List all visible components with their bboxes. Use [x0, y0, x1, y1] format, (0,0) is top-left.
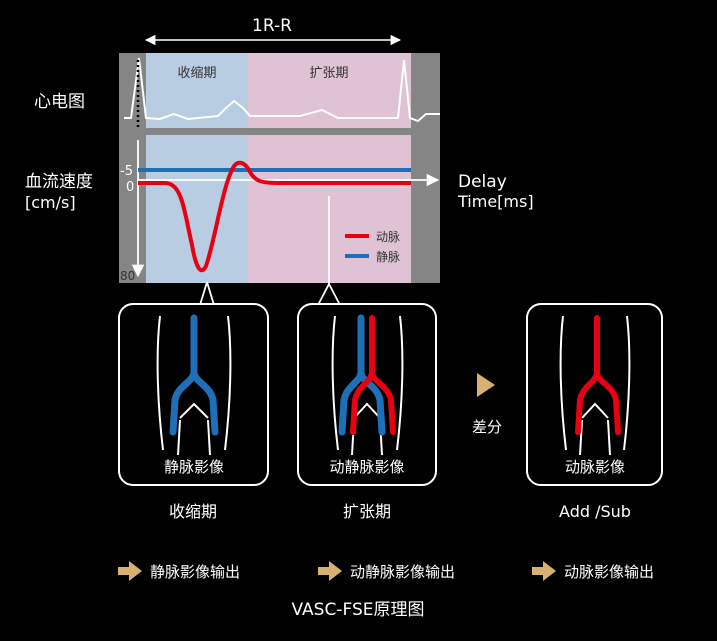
legend-artery-label: 动脉 — [376, 229, 400, 244]
artery-vein-panel-crotch — [353, 402, 381, 419]
output-arrow-icon-2 — [318, 561, 342, 581]
diastole-label: 扩张期 — [309, 66, 348, 81]
artery-vein-panel-leg-outline — [331, 315, 404, 451]
time-label: Time[ms] — [457, 192, 534, 211]
output-arrow-icon-3 — [532, 561, 556, 581]
tick-zero: 0 — [126, 180, 134, 195]
vein-panel-leg-outline — [156, 315, 232, 451]
ecg-trace — [124, 57, 440, 123]
artery-panel-crotch — [581, 402, 609, 419]
vein-panel-inner-leg — [177, 419, 211, 456]
artery-flow-curve — [138, 160, 411, 273]
tick-80: 80 — [120, 269, 135, 283]
flow-unit-label: [cm/s] — [25, 193, 76, 212]
artery-image-label: 动脉影像 — [565, 458, 625, 476]
ecg-label: 心电图 — [34, 92, 85, 112]
right-gray-band — [411, 53, 440, 283]
footer-title: VASC-FSE原理图 — [292, 600, 425, 620]
subtraction-arrow-icon — [477, 373, 495, 397]
timing-chart: 收缩期 扩张期 动脉 静脉 — [119, 53, 440, 283]
output-label-3: 动脉影像输出 — [564, 563, 654, 581]
artery-vein-panel-artery-vessels — [350, 315, 396, 435]
artery-image-panel: 动脉影像 — [526, 303, 663, 486]
legend-vein-label: 静脉 — [376, 249, 400, 264]
diastole-callout — [317, 196, 341, 306]
artery-panel-inner-leg — [579, 419, 611, 456]
vein-vessels — [169, 314, 219, 436]
output-label-2: 动静脉影像输出 — [350, 563, 455, 581]
delay-label: Delay — [458, 172, 507, 192]
vein-panel-crotch — [179, 402, 209, 419]
caption-add-sub: Add /Sub — [559, 502, 631, 521]
artery-vessels — [575, 315, 621, 435]
artery-vein-image-label: 动静脉影像 — [329, 458, 404, 476]
vein-image-label: 静脉影像 — [164, 458, 224, 476]
output-label-1: 静脉影像输出 — [150, 563, 240, 581]
output-arrow-icon-1 — [118, 561, 142, 581]
ecg-divider — [119, 128, 440, 135]
tick-minus5: -5 — [120, 164, 133, 179]
artery-vein-panel-vein-vessels — [338, 314, 386, 436]
systole-label: 收缩期 — [177, 65, 216, 81]
caption-diastole: 扩张期 — [343, 502, 391, 521]
rr-label: 1R-R — [252, 16, 292, 36]
vein-image-panel: 静脉影像 — [118, 303, 269, 486]
flow-velocity-label: 血流速度 — [25, 172, 93, 192]
artery-panel-leg-outline — [559, 315, 631, 451]
subtraction-label: 差分 — [472, 418, 502, 436]
systole-callout — [199, 281, 215, 306]
caption-systole: 收缩期 — [169, 502, 217, 521]
artery-vein-image-panel: 动静脉影像 — [297, 303, 437, 486]
